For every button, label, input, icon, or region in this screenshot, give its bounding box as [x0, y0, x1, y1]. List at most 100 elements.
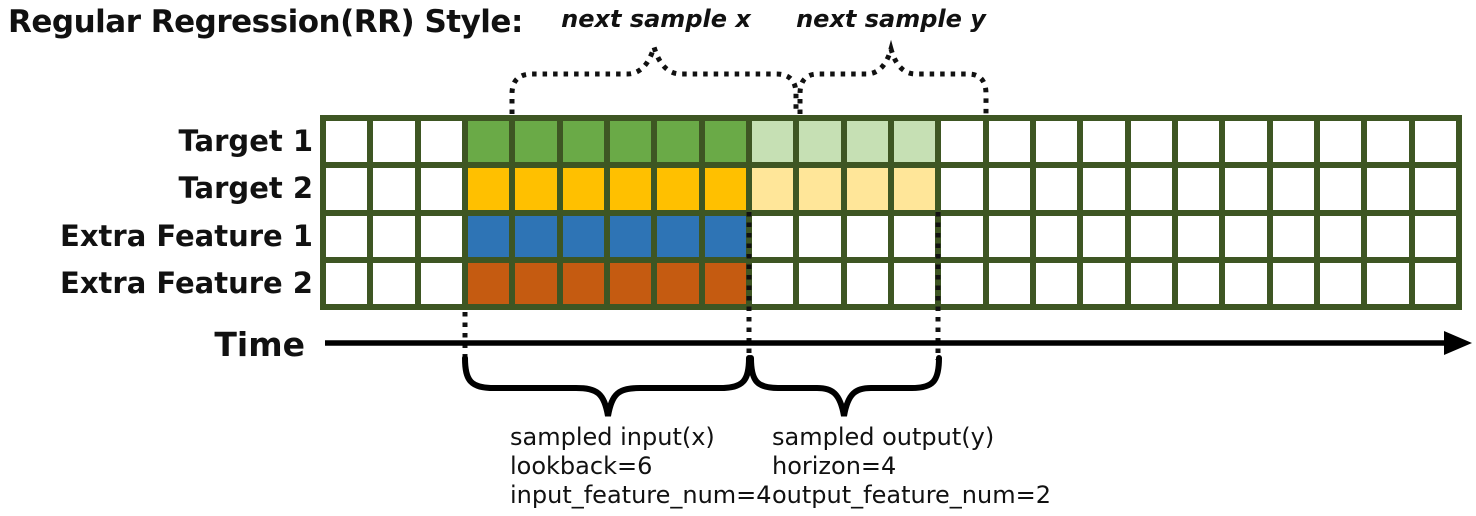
grid-cell: [1319, 215, 1362, 257]
lookback-value: lookback=6: [510, 452, 653, 480]
grid-cell: [1367, 262, 1409, 304]
grid-cell: [326, 262, 368, 304]
horizon-value: horizon=4: [772, 452, 897, 480]
grid-cell: [751, 215, 794, 257]
grid-cell: [420, 168, 462, 210]
grid-cell: [941, 215, 983, 257]
grid-cell: [515, 262, 557, 304]
sampled-output-title: sampled output(y): [772, 423, 995, 451]
grid-cell: [467, 262, 510, 304]
grid-cell: [988, 121, 1030, 163]
grid-cell: [988, 168, 1030, 210]
grid-cell: [751, 168, 794, 210]
grid-cell: [704, 262, 746, 304]
grid-cell: [1177, 215, 1220, 257]
grid-cell: [1177, 262, 1220, 304]
grid-cell: [1367, 215, 1409, 257]
grid-cell: [1083, 168, 1125, 210]
grid-cell: [467, 121, 510, 163]
grid-cell: [1035, 262, 1078, 304]
row-label-target-1: Target 1: [178, 124, 313, 158]
grid-cell: [373, 168, 415, 210]
grid-cell: [893, 215, 936, 257]
grid-cell: [1272, 215, 1314, 257]
grid-cell: [1319, 262, 1362, 304]
next-sample-x-label: next sample x: [561, 5, 751, 33]
grid-cell: [799, 215, 841, 257]
grid-cell: [326, 168, 368, 210]
grid-cell: [1367, 121, 1409, 163]
brace-sampled-input: [462, 355, 752, 417]
grid-cell: [846, 215, 888, 257]
grid-cell: [1414, 262, 1456, 304]
grid-cell: [1225, 262, 1267, 304]
dotted-brace-next-sample-y: [797, 39, 989, 114]
grid-cell: [373, 121, 415, 163]
grid-cell: [704, 121, 746, 163]
grid-cell: [1130, 215, 1172, 257]
brace-sampled-output: [748, 355, 942, 417]
output-feature-num: output_feature_num=2: [772, 481, 1051, 509]
grid-cell: [657, 168, 699, 210]
grid-cell: [657, 215, 699, 257]
grid-cell: [1225, 121, 1267, 163]
grid-cell: [515, 168, 557, 210]
grid-cell: [1225, 215, 1267, 257]
grid-cell: [1414, 121, 1456, 163]
next-sample-y-label: next sample y: [796, 5, 986, 33]
grid-cell: [1035, 121, 1078, 163]
grid-cell: [941, 121, 983, 163]
grid-cell: [467, 215, 510, 257]
grid-cell: [420, 215, 462, 257]
sampled-output-annotation: sampled output(y) horizon=4 output_featu…: [772, 423, 1051, 510]
grid-cell: [562, 215, 604, 257]
input-feature-num: input_feature_num=4: [510, 481, 772, 509]
grid-cell: [1083, 215, 1125, 257]
grid-cell: [1177, 121, 1220, 163]
grid-cell: [1177, 168, 1220, 210]
grid-cell: [1414, 168, 1456, 210]
grid-cell: [1414, 215, 1456, 257]
grid-cell: [751, 121, 794, 163]
row-label-extra-feature-2: Extra Feature 2: [60, 266, 313, 300]
grid-cell: [893, 262, 936, 304]
grid-cell: [1319, 168, 1362, 210]
grid-cell: [1367, 168, 1409, 210]
grid-cell: [941, 262, 983, 304]
grid-cell: [1035, 215, 1078, 257]
grid-cell: [751, 262, 794, 304]
grid-cell: [562, 121, 604, 163]
dotted-brace-next-sample-x: [509, 38, 799, 114]
time-axis-arrowhead-icon: [1444, 331, 1472, 355]
grid-cell: [562, 168, 604, 210]
grid-cell: [1225, 168, 1267, 210]
row-label-extra-feature-1: Extra Feature 1: [60, 219, 313, 253]
grid-cell: [1272, 121, 1314, 163]
grid-cell: [657, 121, 699, 163]
grid-cell: [1083, 262, 1125, 304]
grid-cell: [893, 121, 936, 163]
grid-cell: [988, 215, 1030, 257]
grid-cell: [1272, 262, 1314, 304]
grid-cell: [1130, 262, 1172, 304]
sampled-input-annotation: sampled input(x) lookback=6 input_featur…: [510, 423, 772, 510]
grid-cell: [799, 168, 841, 210]
diagram-title: Regular Regression(RR) Style:: [8, 4, 523, 40]
grid-cell: [609, 168, 652, 210]
grid-cell: [1035, 168, 1078, 210]
grid-cell: [846, 262, 888, 304]
grid-cell: [609, 121, 652, 163]
grid-cell: [799, 121, 841, 163]
grid-cell: [562, 262, 604, 304]
grid-cell: [988, 262, 1030, 304]
grid-cell: [467, 168, 510, 210]
grid-cell: [1319, 121, 1362, 163]
grid-cell: [373, 262, 415, 304]
grid-cell: [893, 168, 936, 210]
grid-cell: [420, 262, 462, 304]
grid-cell: [1272, 168, 1314, 210]
grid-cell: [846, 121, 888, 163]
grid-cell: [799, 262, 841, 304]
row-label-target-2: Target 2: [178, 171, 313, 205]
